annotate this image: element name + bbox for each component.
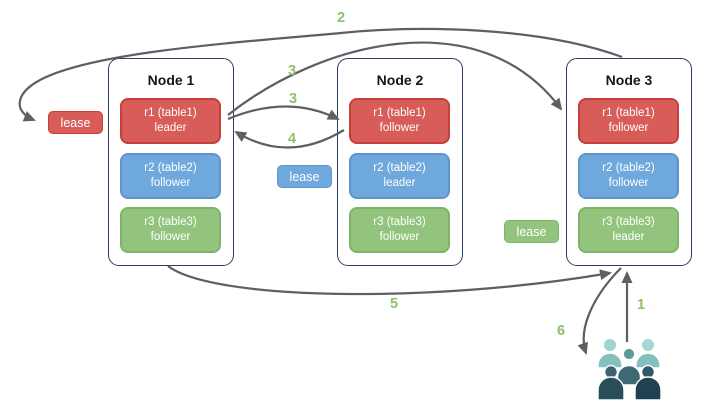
lease-badge-r2: lease: [277, 165, 332, 188]
node-3-replica-r3: r3 (table3) leader: [578, 207, 679, 253]
replica-name: r1 (table1): [373, 107, 426, 120]
node-1-replica-r3: r3 (table3) follower: [120, 207, 221, 253]
arrow-step-6: [577, 267, 622, 355]
replica-role: follower: [150, 231, 191, 243]
node-1-replica-r1: r1 (table1) leader: [120, 98, 221, 144]
node-2: Node 2 r1 (table1) follower r2 (table2) …: [337, 58, 463, 266]
replica-name: r2 (table2): [144, 162, 197, 175]
node-3-replica-r2: r2 (table2) follower: [578, 153, 679, 199]
step-label-3b: 3: [288, 91, 298, 107]
replica-name: r1 (table1): [144, 107, 197, 120]
arrow-step-5: [167, 265, 612, 296]
node-1-title: Node 1: [147, 72, 195, 88]
replica-role: follower: [150, 177, 191, 189]
lease-badge-r1: lease: [48, 111, 103, 134]
arrow-step-3-to-node2: [227, 105, 340, 121]
lease-badge-r3: lease: [504, 220, 559, 243]
node-2-replica-r1: r1 (table1) follower: [349, 98, 450, 144]
replica-name: r3 (table3): [373, 216, 426, 229]
node-1: Node 1 r1 (table1) leader r2 (table2) fo…: [108, 58, 234, 266]
replica-name: r2 (table2): [373, 162, 426, 175]
replica-role: follower: [379, 122, 420, 134]
replica-role: leader: [154, 122, 187, 134]
replica-name: r3 (table3): [602, 216, 655, 229]
node-1-replica-r2: r2 (table2) follower: [120, 153, 221, 199]
step-label-1: 1: [636, 297, 646, 313]
users-group-icon: [597, 337, 662, 401]
step-label-6: 6: [556, 323, 566, 339]
replica-name: r1 (table1): [602, 107, 655, 120]
step-label-3a: 3: [287, 63, 297, 79]
replica-role: follower: [379, 231, 420, 243]
replica-role: leader: [612, 231, 645, 243]
node-3: Node 3 r1 (table1) follower r2 (table2) …: [566, 58, 692, 266]
replica-role: leader: [383, 177, 416, 189]
replica-role: follower: [608, 122, 649, 134]
step-label-2: 2: [336, 10, 346, 26]
step-label-5: 5: [389, 296, 399, 312]
replica-role: follower: [608, 177, 649, 189]
node-3-replica-r1: r1 (table1) follower: [578, 98, 679, 144]
step-label-4: 4: [287, 131, 297, 147]
replica-name: r3 (table3): [144, 216, 197, 229]
replica-name: r2 (table2): [602, 162, 655, 175]
node-3-title: Node 3: [605, 72, 653, 88]
node-2-replica-r3: r3 (table3) follower: [349, 207, 450, 253]
node-2-title: Node 2: [376, 72, 424, 88]
node-2-replica-r2: r2 (table2) leader: [349, 153, 450, 199]
